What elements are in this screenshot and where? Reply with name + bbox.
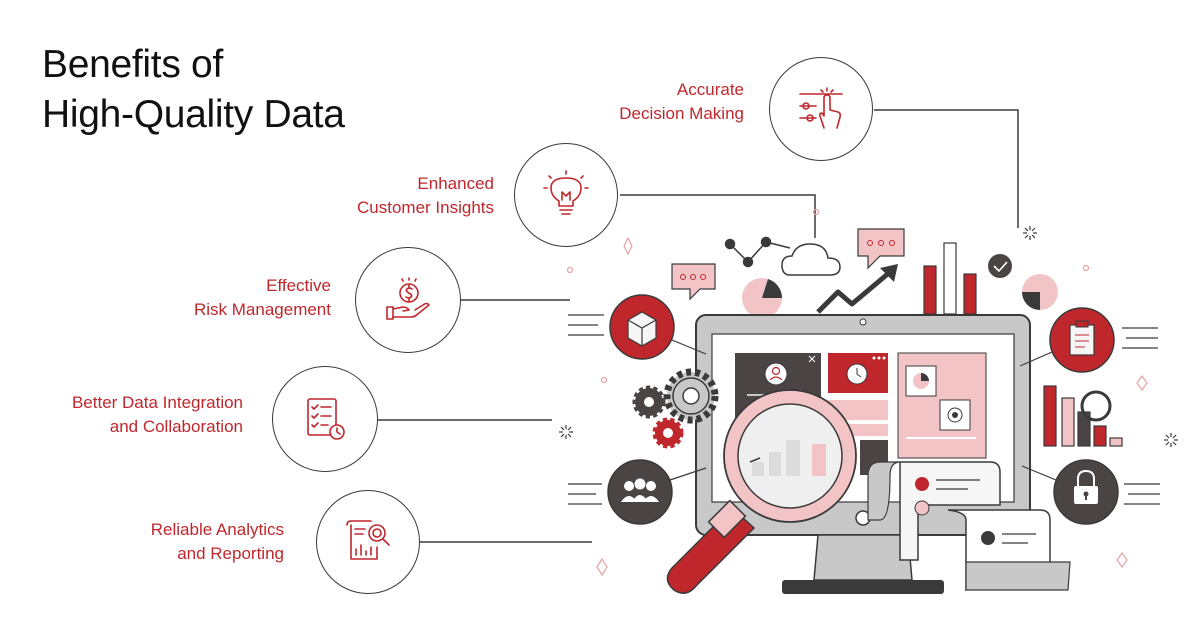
bar-chart-right-icon	[1043, 385, 1123, 447]
benefit-label-enhanced-customer-insights: Enhanced Customer Insights	[234, 172, 494, 220]
benefit-label-line-1: Enhanced	[417, 174, 494, 193]
benefit-icon-circle-integration	[272, 366, 378, 472]
page-title: Benefits of High-Quality Data	[42, 40, 345, 140]
benefit-label-line-2: and Reporting	[177, 544, 284, 563]
benefit-label-data-integration: Better Data Integration and Collaboratio…	[0, 391, 243, 439]
package-box-badge-icon	[568, 294, 707, 360]
benefit-label-line-1: Better Data Integration	[71, 393, 243, 412]
connector-lines	[378, 109, 1019, 543]
benefit-icon-circle-insights	[514, 143, 618, 247]
speech-bubble-right-icon	[857, 228, 905, 270]
hand-holding-coin-icon	[386, 277, 430, 320]
benefit-label-effective-risk-management: Effective Risk Management	[71, 274, 331, 322]
benefit-icon-circle-analytics	[316, 490, 420, 594]
trend-arrow-icon	[816, 270, 892, 314]
benefit-label-line-1: Reliable Analytics	[150, 520, 284, 539]
benefit-label-line-2: and Collaboration	[109, 417, 243, 436]
padlock-badge-icon	[1021, 459, 1160, 525]
speech-bubble-left-icon	[671, 263, 716, 301]
title-line-1: Benefits of	[42, 43, 223, 86]
gears-icon	[632, 368, 719, 449]
clipboard-badge-icon	[1019, 307, 1158, 373]
star-bursts	[559, 226, 1178, 447]
cloud-icon	[781, 243, 841, 276]
document-cards-icon	[867, 461, 1071, 592]
pie-chart-icon	[742, 278, 782, 318]
sparkle-decorations	[566, 208, 1148, 577]
benefit-label-line-2: Decision Making	[619, 104, 744, 123]
team-group-badge-icon	[568, 459, 707, 525]
lightbulb-icon	[543, 170, 589, 215]
check-badge-icon	[988, 254, 1012, 278]
benefit-label-accurate-decision-making: Accurate Decision Making	[484, 78, 744, 126]
benefit-icon-circle-risk	[355, 247, 461, 353]
bar-chart-top-icon	[923, 242, 977, 315]
report-magnifier-icon	[346, 520, 390, 560]
benefit-label-line-2: Customer Insights	[357, 198, 494, 217]
benefit-label-reliable-analytics: Reliable Analytics and Reporting	[24, 518, 284, 566]
network-nodes-icon	[724, 236, 791, 268]
benefit-label-line-1: Accurate	[676, 80, 744, 99]
hand-tapping-sliders-icon	[799, 87, 843, 129]
title-line-2: High-Quality Data	[42, 93, 345, 136]
benefit-label-line-1: Effective	[266, 276, 331, 295]
benefit-icon-circle-decision	[769, 57, 873, 161]
magnifying-glass-icon	[666, 389, 857, 594]
checklist-clock-icon	[307, 398, 345, 440]
benefit-label-line-2: Risk Management	[193, 300, 331, 319]
pie-chart-right-icon	[1022, 274, 1058, 310]
